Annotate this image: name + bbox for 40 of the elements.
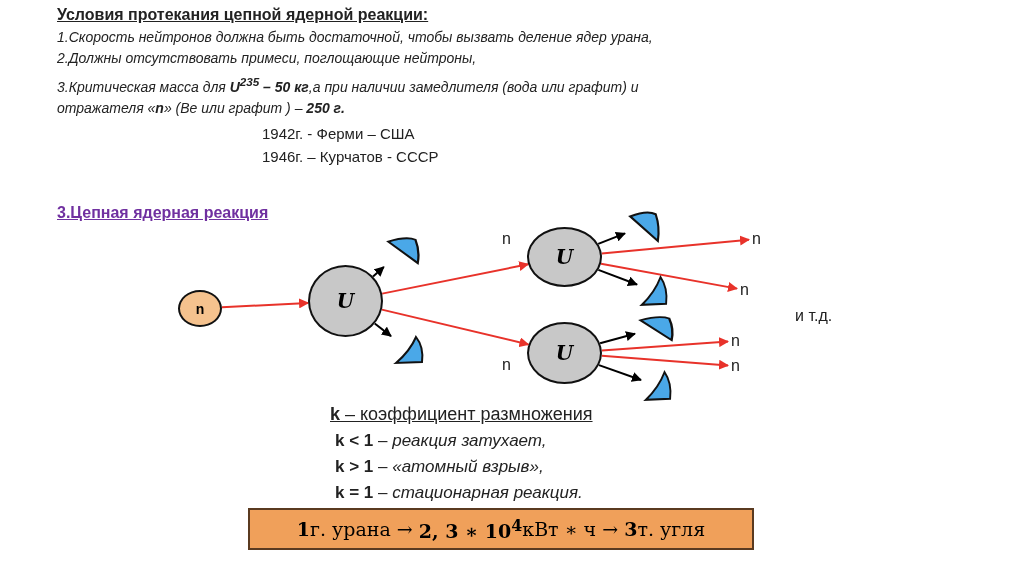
neutron-circle: n	[178, 290, 222, 327]
formula-box: 1г. урана → 2, 3 ∗ 10$^{4}$кВт ∗ ч → 3т. угля	[248, 508, 754, 550]
condition-text: 3.Критическая масса для U$^{235}$ – 50 кг,а при наличии замедлителя (вода или графит) и отражателя «n» (Be или графит ) – 250 г.	[57, 74, 640, 118]
arrow	[381, 261, 530, 295]
arrow	[599, 331, 636, 345]
condition-text: k > 1 – «атомный взрыв»,	[335, 457, 544, 477]
arrow	[598, 364, 642, 382]
fragment-shape	[644, 370, 672, 402]
history-text: 1942г. - Ферми – США	[262, 125, 415, 142]
nucleus-circle: U	[527, 322, 602, 384]
neutron-label: n	[740, 281, 749, 299]
arrow	[597, 268, 638, 286]
arrow	[372, 266, 385, 278]
neutron-label: n	[731, 332, 740, 350]
definition-text: k – коэффициент размножения	[330, 404, 593, 425]
condition-text: 2.Должны отсутствовать примеси, поглощающие нейтроны,	[57, 50, 477, 66]
arrow	[597, 232, 626, 245]
arrow	[220, 298, 310, 309]
condition-text: k = 1 – стационарная реакция.	[335, 483, 583, 503]
arrow	[600, 354, 729, 370]
section-heading: 3.Цепная ядерная реакция	[57, 204, 269, 222]
arrow	[600, 337, 729, 352]
neutron-label: n	[731, 357, 740, 375]
fragment-shape	[628, 210, 660, 242]
condition-text: k < 1 – реакция затухает,	[335, 431, 547, 451]
arrow	[600, 262, 738, 292]
fragment-shape	[386, 236, 420, 264]
fragment-shape	[638, 315, 674, 341]
nucleus-circle: U	[527, 227, 602, 287]
fragment-shape	[640, 275, 668, 307]
note-text: и т.д.	[795, 307, 833, 325]
nucleus-circle: U	[308, 265, 383, 337]
history-text: 1946г. – Курчатов - СССР	[262, 148, 439, 165]
neutron-label: n	[752, 230, 761, 248]
condition-text: 1.Скорость нейтронов должна быть достаточной, чтобы вызвать деление ядер урана,	[57, 29, 653, 45]
heading: Условия протекания цепной ядерной реакции:	[57, 6, 429, 24]
arrow	[600, 235, 750, 255]
fragment-shape	[394, 335, 424, 365]
arrow	[380, 308, 530, 348]
arrow	[373, 322, 392, 338]
